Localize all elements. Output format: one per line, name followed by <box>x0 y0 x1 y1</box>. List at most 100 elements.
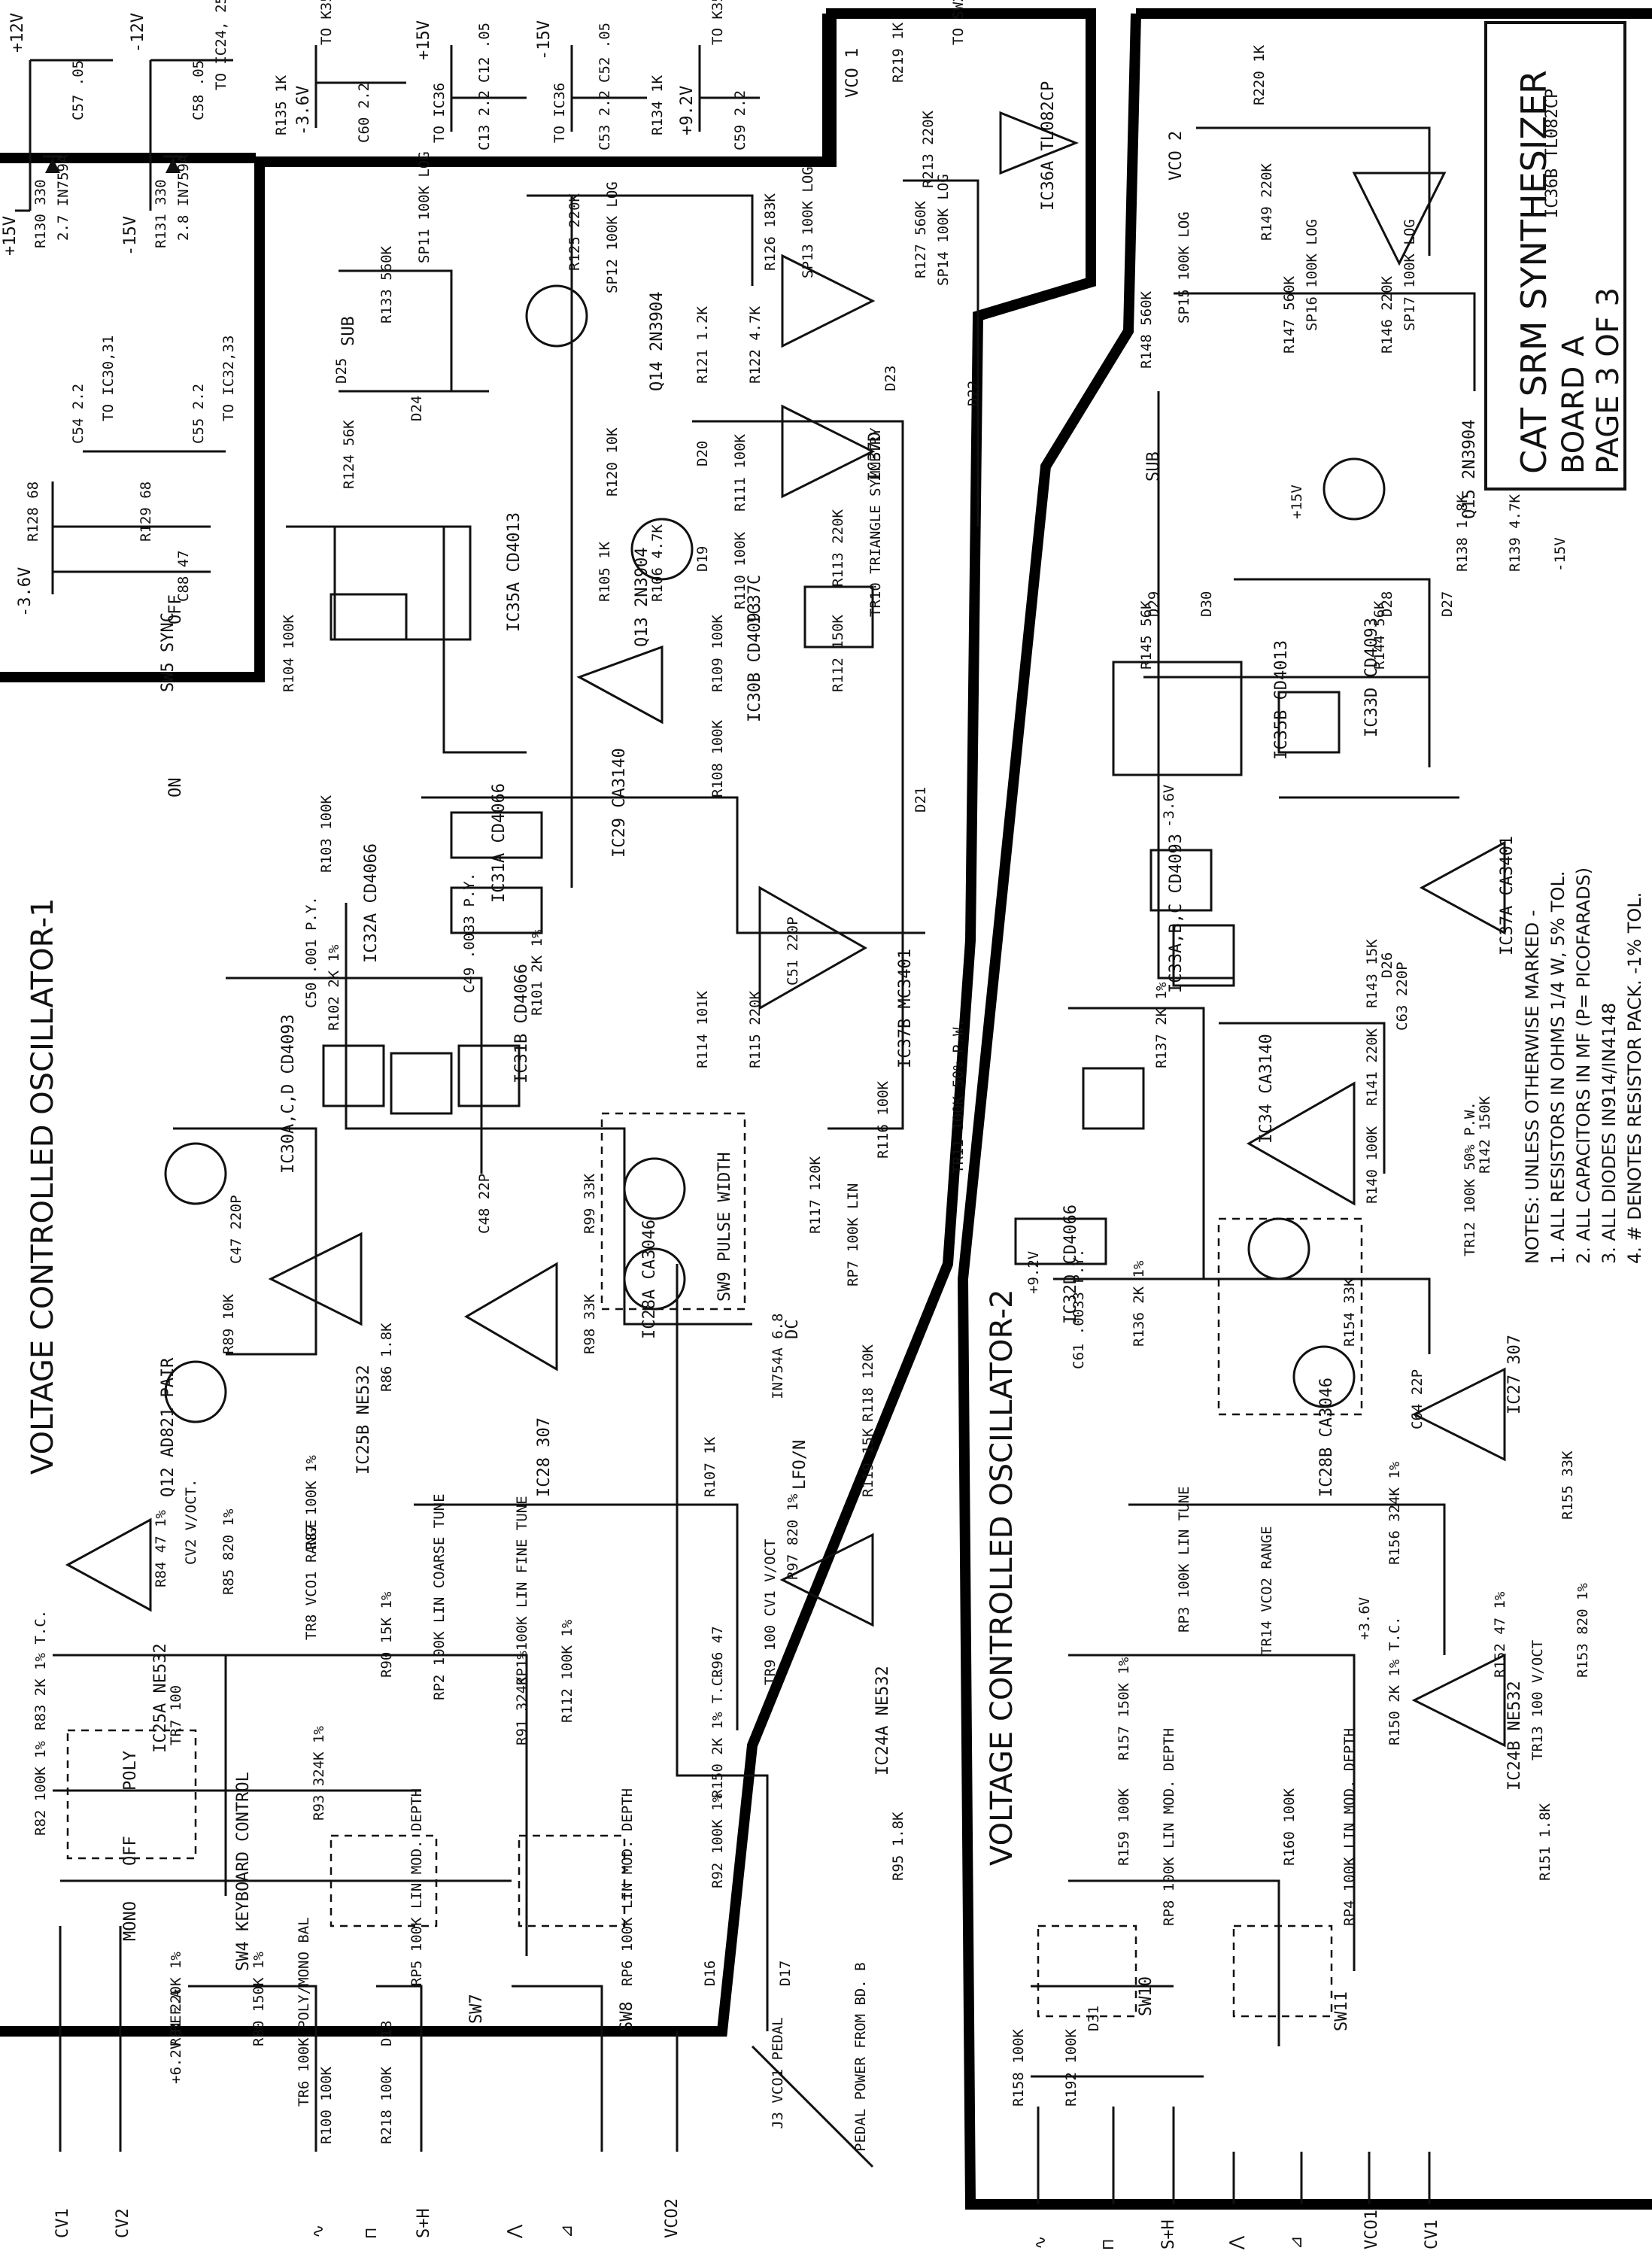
diode-d24: D24 <box>408 396 425 421</box>
res-r150b: R150 2K 1% T.C. <box>1386 1616 1403 1745</box>
vco2-minus36: -3.6V <box>1161 785 1177 828</box>
res-r108: R108 100K <box>709 719 726 797</box>
pot-rp5: RP5 100K LIN MOD. DEPTH <box>408 1788 425 1986</box>
zener-1: 2.7 IN759A <box>55 154 71 241</box>
power-supply-section: +12V -12V +15V -15V +15V -15V -3.6V +9.2… <box>1 0 760 617</box>
res-r145: R145 56K <box>1138 600 1155 670</box>
trim-sp14: SP14 100K LOG <box>935 174 952 286</box>
cap-c57: C57 .05 <box>70 60 87 120</box>
zener-2: 2.8 IN759A <box>175 154 192 241</box>
route-ic32: TO IC32,33 <box>220 336 237 421</box>
q15: Q15 2N3904 <box>1460 420 1479 519</box>
res-r213: R213 220K <box>920 110 937 188</box>
lfo-label: LFO/N <box>791 1440 809 1490</box>
switch-sw10: SW10 <box>1137 1976 1155 2016</box>
res-r93: R93 324K 1% <box>311 1726 327 1821</box>
res-r150a: R150 2K 1% T.C. <box>709 1669 726 1798</box>
res-r137: R137 2K 1% <box>1153 982 1170 1068</box>
res-r127: R127 560K <box>913 200 929 278</box>
switch-sw4: SW4 KEYBOARD CONTROL <box>234 1772 253 1971</box>
res-r103: R103 100K <box>318 794 335 873</box>
pot-rp6: RP6 100K LIN MOD. DEPTH <box>619 1788 636 1986</box>
trim-tr12: TR12 100K 50% P.W. <box>1462 1101 1478 1256</box>
rail-minus15b: -15V <box>535 20 554 60</box>
res-r85: R85 820 1% <box>220 1508 237 1595</box>
vco2-minus15: -15V <box>1552 537 1568 572</box>
conn-cv2: CV2 <box>114 2208 132 2238</box>
res-r95: R95 1.8K <box>890 1812 906 1881</box>
q13: Q13 2N3904 <box>633 548 651 647</box>
power-section-border <box>0 14 833 163</box>
cap-c61: C61 .0033 P.Y. <box>1070 1249 1087 1369</box>
rail-minus36b: -3.6V <box>16 567 35 617</box>
switch-sw11: SW11 <box>1332 1991 1351 2031</box>
route-ic30: TO IC30,31 <box>100 336 117 421</box>
res-r154: R154 33K <box>1341 1277 1358 1347</box>
res-r219: R219 1K <box>890 22 906 83</box>
route-k35b: TO K35 <box>709 0 726 45</box>
vco2-plus15: +15V <box>1289 485 1305 519</box>
res-r159: R159 100K <box>1116 1788 1132 1866</box>
diode-d21: D21 <box>913 787 929 813</box>
cap-c47: C47 220P <box>228 1195 244 1264</box>
cap-c60: C60 2.2 <box>356 83 372 143</box>
diode-d22: D22 <box>965 381 982 406</box>
res-r110: R110 100K <box>732 531 749 609</box>
title-box: CAT SRM SYNTHESIZER BOARD A PAGE 3 OF 3 <box>1484 21 1626 491</box>
res-r83: R83 2K 1% T.C. <box>32 1610 49 1730</box>
q14: Q14 2N3904 <box>648 292 667 391</box>
conn-pulse-1: ⊓ <box>362 2228 381 2238</box>
route-ic36a: TO IC36 <box>431 83 448 143</box>
diode-d19: D19 <box>694 546 711 572</box>
cap-c49: C49 .0033 P.Y. <box>461 873 478 993</box>
res-r96: R96 47 <box>709 1626 726 1678</box>
sw5-off: OFF <box>166 594 185 624</box>
trim-tr10: TR10 TRIANGLE SYMMETRY <box>867 427 884 617</box>
to-sw2-label: TO SW2 <box>950 0 967 45</box>
ic30acd: IC30A,C,D CD4093 <box>279 1014 298 1174</box>
res-r134: R134 1K <box>649 74 666 135</box>
trim-tr8: TR8 VCO1 RANGE <box>303 1520 320 1640</box>
res-r102: R102 2K 1% <box>326 944 342 1031</box>
res-r218: R218 100K <box>378 2066 395 2144</box>
notes-block: NOTES: UNLESS OTHERWISE MARKED - 1. ALL … <box>1522 867 1645 1264</box>
trim-sp12: SP12 100K LOG <box>604 181 621 293</box>
res-r90: R90 15K 1% <box>378 1591 395 1678</box>
vco2-connectors: ∿ ⊓ S+H ⋀ ⊿ VCO1 CV1 <box>1031 2210 1441 2250</box>
diode-d25: D25 <box>333 358 350 384</box>
diode-d28: D28 <box>1379 591 1395 617</box>
res-r99: R99 33K <box>582 1173 598 1234</box>
sw5-on: ON <box>166 778 185 798</box>
sw9-dc: DC <box>783 1320 802 1340</box>
ic33abc: IC33A,B,C CD4093 <box>1167 834 1186 993</box>
ic24a: IC24A NE532 <box>873 1666 892 1776</box>
ic28a: IC28A CA3046 <box>640 1220 659 1339</box>
vco2-labels: IC36B TL082CP IC35B CD4013 IC33D CD4093 … <box>1010 44 1591 2107</box>
res-r157: R157 150K 1% <box>1116 1657 1132 1760</box>
pot-rp2: RP2 100K LIN COARSE TUNE <box>431 1493 448 1700</box>
res-r141: R141 220K <box>1364 1028 1380 1106</box>
cap-c64: C64 22P <box>1409 1369 1426 1429</box>
rail-minus12: -12V <box>129 13 147 53</box>
vco1-labels: IC35A CD4013 IC37D IC37C IC30B CD4093 IC… <box>32 0 1058 2152</box>
res-r105: R105 1K <box>597 541 613 602</box>
vco2-wiring <box>1014 126 1506 2204</box>
conn-sh-1: S+H <box>415 2208 433 2238</box>
ic37d: IC37D <box>866 432 885 481</box>
ic28: IC28 307 <box>535 1417 554 1497</box>
res-r113: R113 220K <box>830 509 846 587</box>
trim-sp15: SP15 100K LOG <box>1176 211 1192 324</box>
vco1-wiring <box>53 111 1080 2168</box>
cap-c50: C50 .001 P.Y. <box>303 896 320 1008</box>
res-r156: R156 324K 1% <box>1386 1461 1403 1565</box>
notes-heading: NOTES: UNLESS OTHERWISE MARKED - <box>1522 910 1543 1264</box>
res-r152: R152 47 1% <box>1492 1591 1508 1678</box>
vco1-connectors: CV1 CV2 ∿ ⊓ S+H ⋀ ⊿ VCO2 <box>53 2198 682 2239</box>
res-r91: R91 324K 1% <box>514 1651 530 1745</box>
route-ic24: TO IC24, 25,26,27 <box>213 0 229 90</box>
route-k35a: TO K35 <box>318 0 335 45</box>
res-r129: R129 68 <box>138 481 154 542</box>
switch-sw5: SW5 SYNC <box>159 612 178 692</box>
conn-tri-1: ⋀ <box>505 2224 524 2239</box>
res-r149: R149 220K <box>1259 163 1275 241</box>
